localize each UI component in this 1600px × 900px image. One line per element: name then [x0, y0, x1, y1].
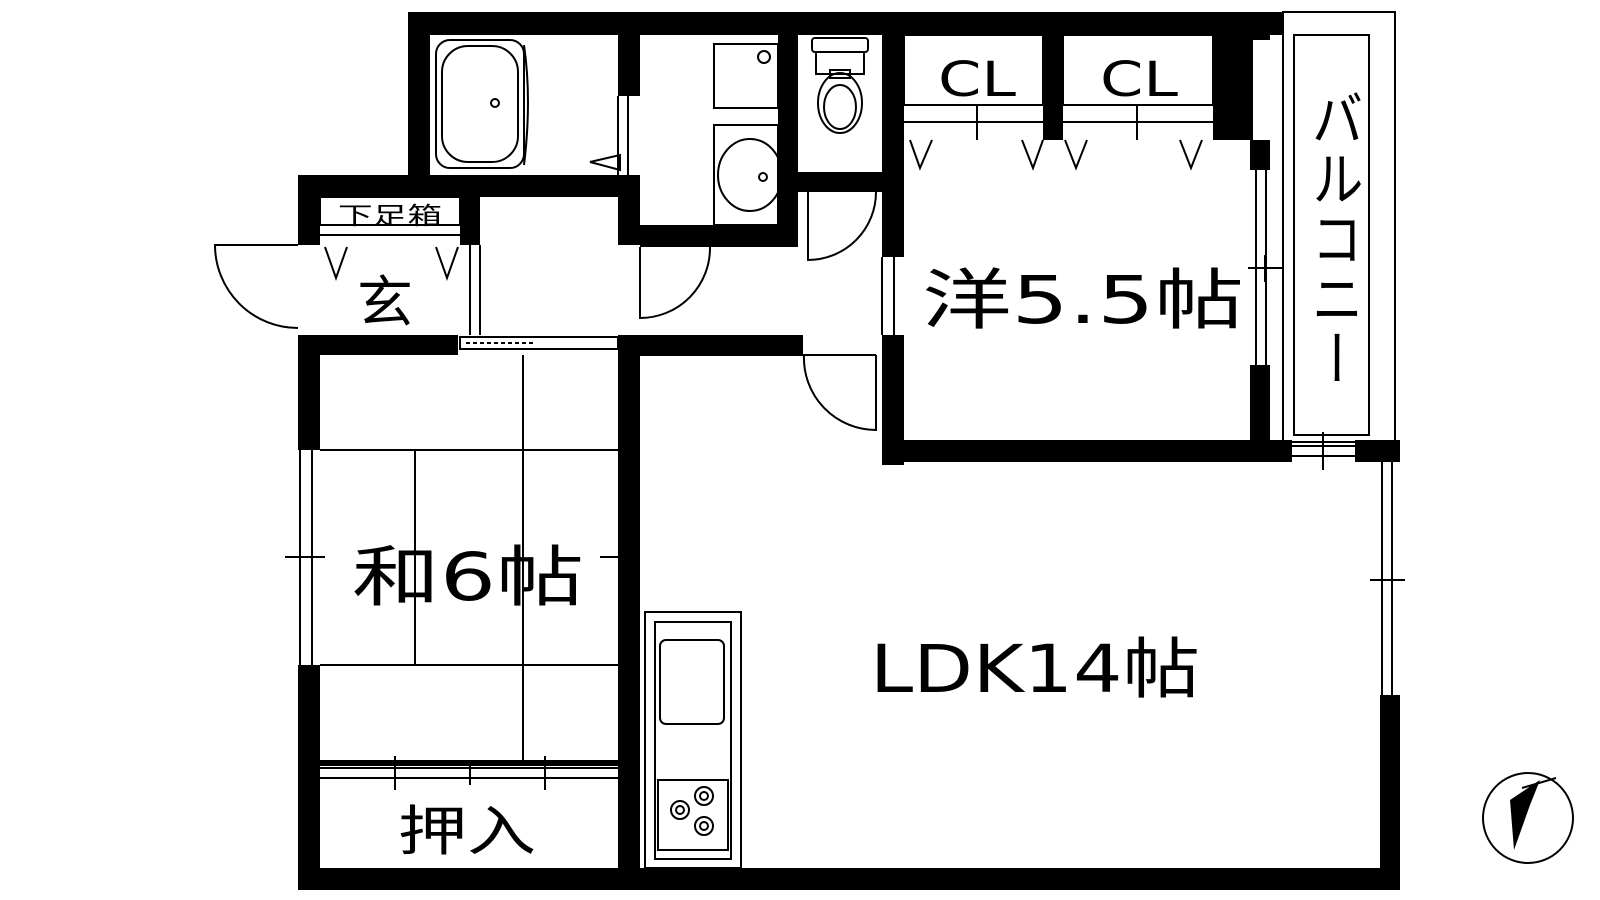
- room-label-ldk: LDK14帖: [870, 631, 1200, 708]
- bathtub-icon: [435, 39, 529, 169]
- washbasin-icon: [713, 43, 783, 226]
- room-label-washitsu: 和6帖: [352, 539, 584, 616]
- walls: [298, 12, 1400, 890]
- room-label-genkan: 玄: [357, 271, 413, 336]
- room-label-getabako: 下足箱: [338, 202, 442, 230]
- room-label-closet-left: CL: [938, 52, 1016, 108]
- kitchen-sink-icon: [659, 639, 725, 725]
- thin-lines: [213, 11, 1405, 790]
- room-label-closet-right: CL: [1100, 52, 1178, 108]
- room-label-oshiire: 押入: [398, 800, 536, 863]
- kitchen-counter: [644, 611, 742, 869]
- room-label-balcony: バルコニー: [1302, 88, 1362, 388]
- stove-icon: [657, 779, 729, 851]
- room-label-yoshitsu: 洋5.5帖: [922, 262, 1244, 339]
- north-compass-icon: [1482, 772, 1574, 864]
- toilet-icon: [811, 37, 869, 134]
